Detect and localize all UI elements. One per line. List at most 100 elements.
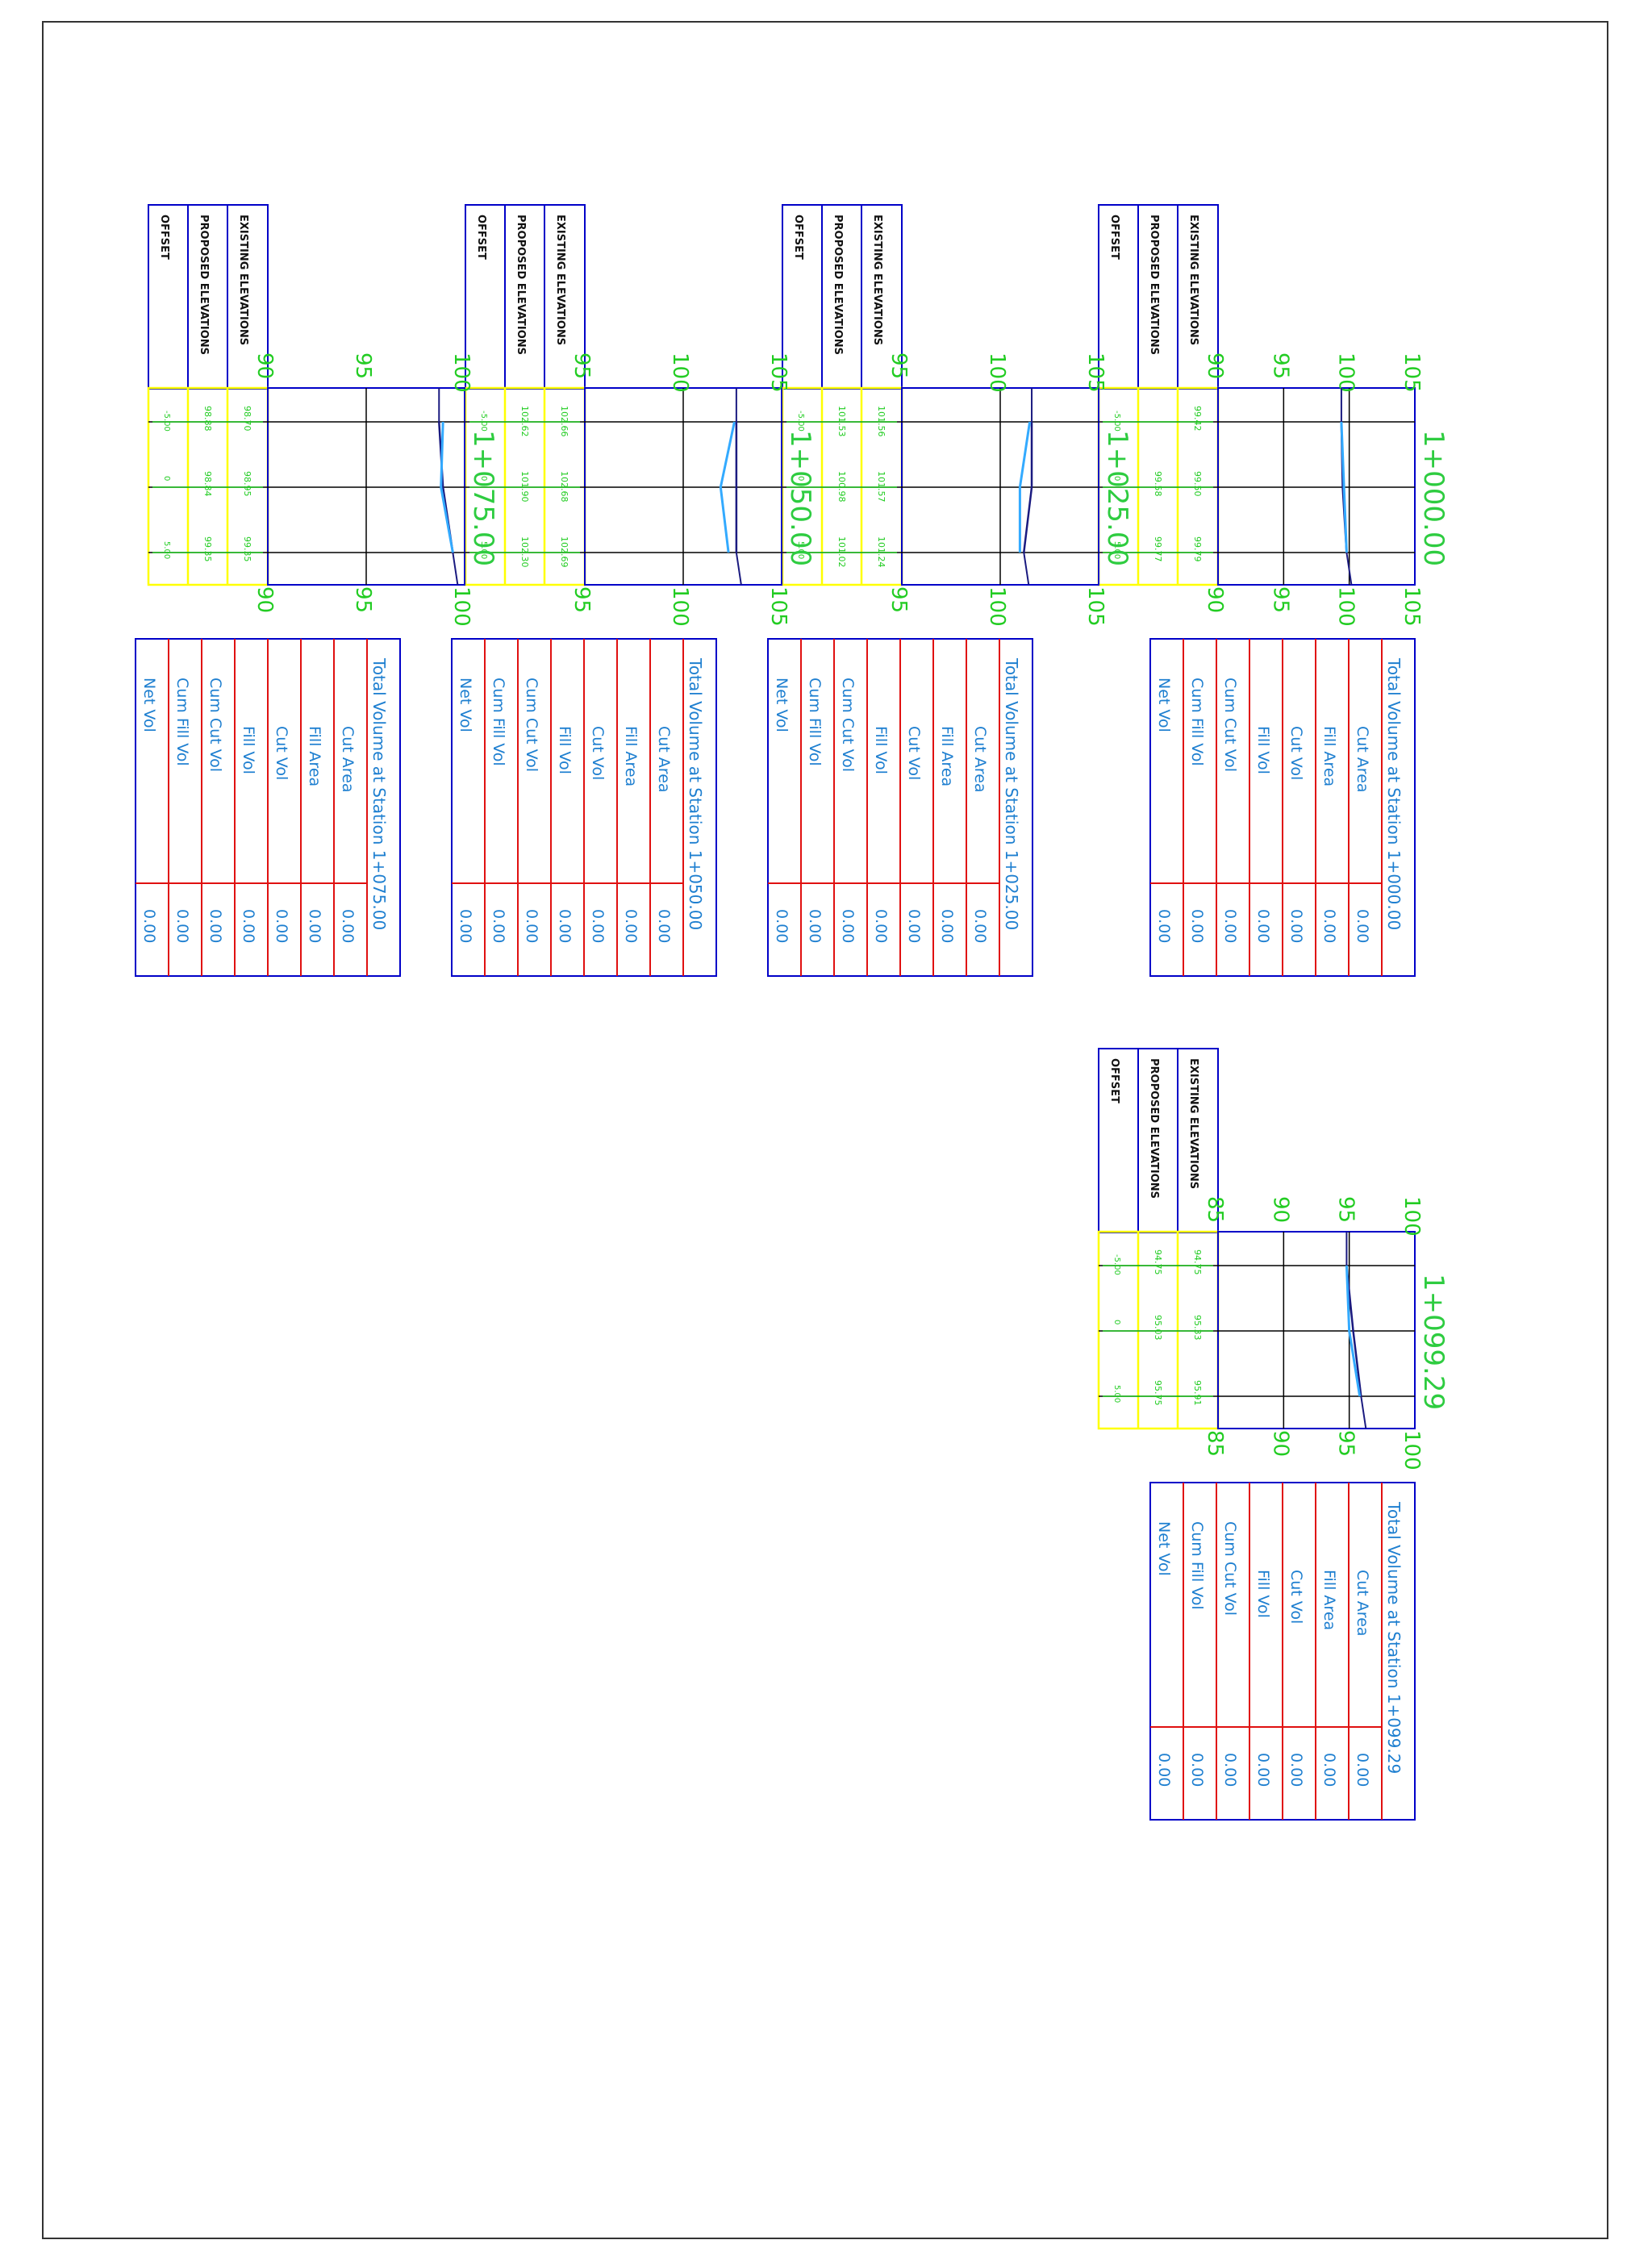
- volume-row-value: 0.00: [140, 909, 158, 943]
- elev-tick-label-bottom: 100: [1334, 586, 1358, 627]
- proposed-elev-value: 101.90: [519, 471, 530, 503]
- volume-row-label: Cut Area: [655, 726, 673, 793]
- volume-row-value: 0.00: [589, 909, 607, 943]
- offset-label: 0: [1112, 1320, 1121, 1324]
- volume-row-label: Cum Cut Vol: [1221, 1521, 1239, 1616]
- volume-row-value: 0.00: [457, 909, 474, 943]
- elev-tick-label-bottom: 105: [1083, 586, 1108, 627]
- elev-tick-label-top: 90: [1203, 352, 1227, 379]
- volume-row-label: Cut Area: [971, 726, 989, 793]
- elev-tick-label-bottom: 100: [449, 586, 473, 627]
- elev-tick-label-bottom: 95: [1334, 1430, 1358, 1457]
- station-label: 1+050.00: [784, 430, 816, 566]
- volume-row-value: 0.00: [1155, 1753, 1173, 1787]
- profile-right-tie: [1023, 552, 1030, 586]
- profile-right-tie: [1345, 552, 1353, 586]
- volume-row-value: 0.00: [1188, 1753, 1206, 1787]
- volume-row-label: Cum Cut Vol: [839, 678, 857, 772]
- volume-row-label: Fill Area: [622, 726, 640, 786]
- elev-tick-label-bottom: 90: [1268, 1430, 1292, 1457]
- proposed-elev-value: 101.53: [836, 406, 847, 437]
- proposed-profile: [440, 421, 454, 553]
- header-offset-label: OFFSET: [792, 215, 804, 260]
- volume-row-value: 0.00: [905, 909, 923, 943]
- existing-elev-value: 101.24: [876, 536, 886, 568]
- chart-frame: [1217, 1231, 1416, 1429]
- volume-row-label: Cut Vol: [589, 726, 607, 780]
- volume-table-title: Total Volume at Station 1+025.00: [1002, 657, 1021, 930]
- header-offset-label: OFFSET: [158, 215, 170, 260]
- volume-row-label: Cum Fill Vol: [1188, 1521, 1206, 1610]
- elev-tick-label-bottom: 85: [1203, 1430, 1227, 1457]
- volume-row-label: Fill Vol: [872, 726, 890, 774]
- elev-tick-label-bottom: 100: [1400, 1430, 1424, 1470]
- sheet-border: [42, 21, 1608, 2239]
- proposed-elev-value: 98.88: [202, 406, 213, 432]
- offset-label: 5.00: [1112, 541, 1121, 559]
- volume-row-value: 0.00: [523, 909, 540, 943]
- elev-tick-label-bottom: 95: [569, 586, 594, 613]
- existing-ground-profile: [1345, 1265, 1362, 1397]
- offset-label: 5.00: [479, 541, 488, 559]
- volume-row-label: Cut Vol: [273, 726, 290, 780]
- volume-row-value: 0.00: [1287, 909, 1305, 943]
- header-existing-label: EXISTING ELEVATIONS: [554, 215, 566, 345]
- volume-row-label: Cum Fill Vol: [806, 678, 824, 766]
- volume-row-label: Fill Vol: [556, 726, 574, 774]
- volume-row-value: 0.00: [273, 909, 290, 943]
- existing-elev-value: 102.69: [559, 536, 569, 568]
- elev-tick-label-bottom: 100: [668, 586, 692, 627]
- station-label: 1+025.00: [1101, 430, 1133, 566]
- volume-row-value: 0.00: [490, 909, 507, 943]
- elev-tick-label-bottom: 90: [1203, 586, 1227, 613]
- volume-row-label: Cum Cut Vol: [206, 678, 224, 772]
- header-existing-label: EXISTING ELEVATIONS: [237, 215, 249, 345]
- existing-elev-value: 94.75: [1192, 1249, 1203, 1275]
- profile-right-tie: [452, 552, 459, 586]
- volume-row-label: Net Vol: [1155, 678, 1173, 732]
- elev-tick-label-top: 105: [766, 352, 791, 393]
- proposed-elev-value: 99.58: [1153, 471, 1163, 497]
- proposed-elev-value: 95.03: [1153, 1315, 1163, 1341]
- volume-row-label: Cum Cut Vol: [523, 678, 540, 772]
- elev-tick-label-top: 100: [1400, 1196, 1424, 1237]
- volume-table-title: Total Volume at Station 1+099.29: [1384, 1501, 1404, 1774]
- volume-row-value: 0.00: [1254, 1753, 1272, 1787]
- volume-row-value: 0.00: [339, 909, 357, 943]
- volume-row-value: 0.00: [206, 909, 224, 943]
- profile-right-tie: [735, 552, 742, 586]
- header-offset-label: OFFSET: [1108, 215, 1120, 260]
- elev-tick-label-top: 95: [1334, 1196, 1358, 1223]
- proposed-elev-value: 102.62: [519, 406, 530, 437]
- volume-row-value: 0.00: [306, 909, 323, 943]
- header-offset-label: OFFSET: [1108, 1058, 1120, 1103]
- elev-tick-label-bottom: 105: [766, 586, 791, 627]
- elev-tick-label-bottom: 100: [985, 586, 1009, 627]
- volume-row-value: 0.00: [1320, 909, 1338, 943]
- offset-label: 0: [796, 476, 805, 481]
- existing-elev-value: 98.95: [242, 471, 252, 497]
- volume-row-label: Net Vol: [773, 678, 791, 732]
- elev-tick-label-top: 95: [351, 352, 375, 379]
- proposed-elev-value: 102.30: [519, 536, 530, 568]
- volume-row-value: 0.00: [938, 909, 956, 943]
- station-label: 1+000.00: [1417, 430, 1450, 566]
- station-label: 1+075.00: [467, 430, 499, 566]
- elev-tick-label-top: 100: [668, 352, 692, 393]
- offset-label: -5.00: [162, 411, 171, 432]
- volume-row-label: Cum Fill Vol: [173, 678, 191, 766]
- offset-label: 0: [479, 476, 488, 481]
- offset-label: 0: [162, 476, 171, 481]
- header-proposed-label: PROPOSED ELEVATIONS: [1148, 215, 1160, 355]
- proposed-profile: [1340, 421, 1348, 553]
- volume-table: Total Volume at Station 1+025.00 Cut Area…: [767, 638, 1033, 977]
- volume-row-label: Fill Area: [938, 726, 956, 786]
- volume-row-value: 0.00: [1221, 1753, 1239, 1787]
- existing-elev-value: 99.35: [242, 536, 252, 562]
- volume-row-label: Cut Vol: [1287, 1570, 1305, 1624]
